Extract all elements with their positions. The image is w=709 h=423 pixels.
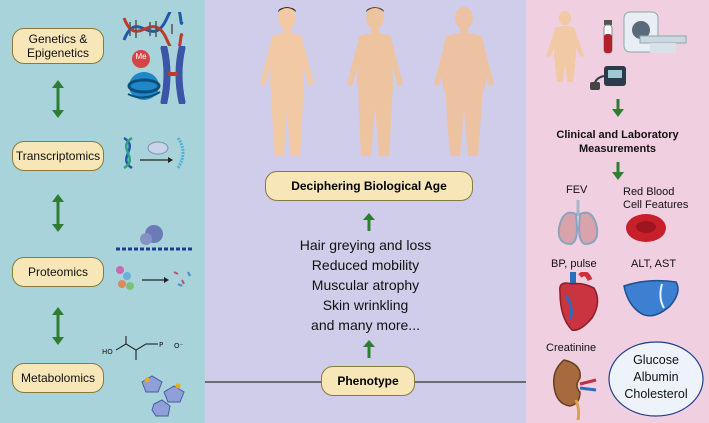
lab-values-oval [608,341,704,417]
glucose-label: Glucose [633,353,679,367]
methyl-label: Me [135,52,147,61]
body-silhouette-older [434,7,494,156]
epigenetics-label: Epigenetics [26,46,90,60]
rbc-label: Red Blood Cell Features [623,186,688,212]
lab-values-text: Glucose Albumin Cholesterol [607,352,705,403]
double-arrow-icon [52,194,64,232]
metabolomics-label: Metabolomics [20,370,96,385]
double-arrow-icon [52,307,64,345]
blood-tube-icon [603,20,613,54]
clinical-heading-line1: Clinical and Laboratory [556,129,679,141]
rbc-label-line2: Cell Features [623,199,689,211]
trait-item: Skin wrinkling [322,297,409,313]
trait-item: and many more... [311,317,420,333]
svg-text:HO: HO [102,348,113,356]
alt-ast-label: ALT, AST [631,258,677,270]
dna-helix-icon [122,12,184,46]
albumin-label: Albumin [633,370,679,384]
ct-scanner-icon [623,11,687,53]
genetics-label: Genetics & [28,31,88,46]
rbc-label-line1: Red Blood [623,186,675,198]
trait-item: Hair greying and loss [299,237,432,253]
trait-item: Reduced mobility [311,257,420,273]
body-silhouette-young [260,7,314,156]
up-arrow-icon [363,213,375,231]
transcriptomics-box: Transcriptomics [12,141,104,171]
methyl-group-icon [132,50,150,68]
down-arrow-icon [612,99,624,117]
clinical-heading-line2: Measurements [578,143,657,155]
kidney-icon [552,359,597,421]
lungs-icon [557,200,599,246]
patient-body-icon [546,11,584,82]
double-arrow-icon [52,80,64,118]
up-arrow-icon [363,340,375,358]
biological-age-title: Deciphering Biological Age [291,179,447,193]
transcriptomics-label: Transcriptomics [15,148,101,163]
dna-to-rna-icon [123,136,185,170]
trait-item: Muscular atrophy [311,277,420,293]
svg-text:P: P [159,341,163,349]
clinical-heading: Clinical and Laboratory Measurements [536,128,699,156]
proteomics-box: Proteomics [12,257,104,287]
genetics-epigenetics-box: Genetics & Epigenetics [12,28,104,64]
bp-pulse-label: BP, pulse [551,258,597,270]
creatinine-label: Creatinine [546,342,597,354]
metabolomics-box: Metabolomics [12,363,104,393]
phenotype-traits-list: Hair greying and loss Reduced mobility M… [263,235,468,335]
omics-panel [0,0,205,423]
nucleosome-icon [127,72,161,100]
phenotype-label: Phenotype [337,374,399,388]
proteomics-label: Proteomics [27,264,89,279]
svg-text:O⁻: O⁻ [174,342,184,350]
red-blood-cell-icon [626,214,666,242]
blood-pressure-monitor-icon [590,66,626,90]
metabolite-structure-icon: HO P O⁻ [102,336,185,417]
deciphering-biological-age-box: Deciphering Biological Age [265,171,473,201]
liver-icon [623,279,679,317]
chromosome-icon [160,46,186,104]
body-silhouette-middle [347,7,403,156]
protein-synthesis-icon [116,225,192,290]
heart-icon [559,272,599,331]
down-arrow-icon [612,162,624,180]
fev-label: FEV [566,184,588,196]
phenotype-box: Phenotype [321,366,415,396]
cholesterol-label: Cholesterol [624,387,688,401]
